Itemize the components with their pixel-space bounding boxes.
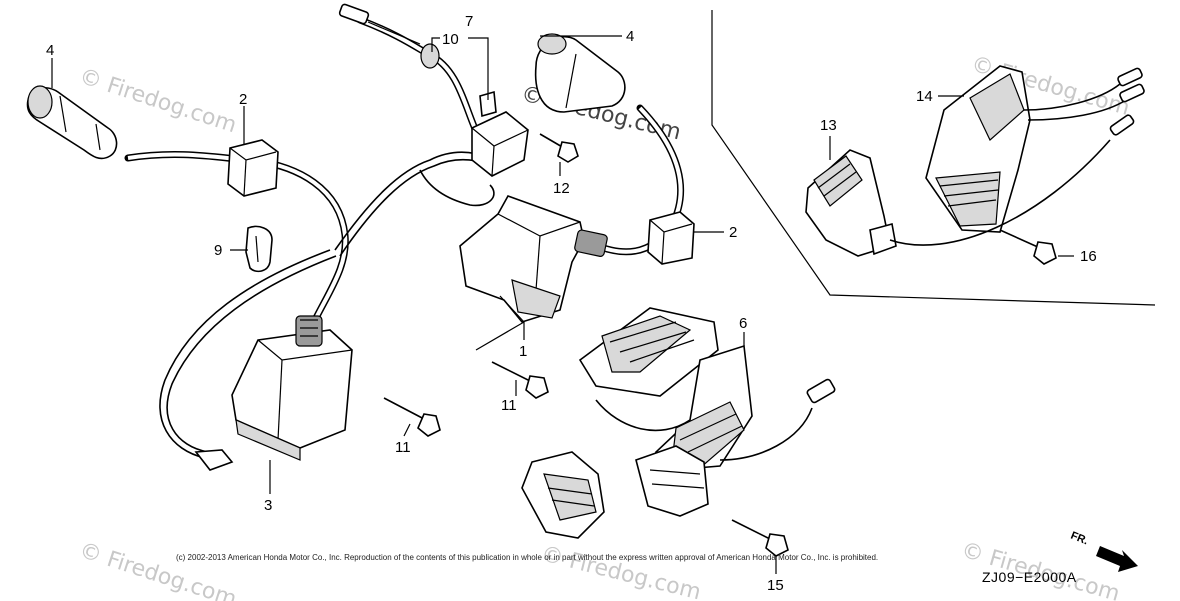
callout-6: 6: [739, 315, 747, 332]
callout-3: 3: [264, 497, 272, 514]
charge-coil-14: [889, 65, 1145, 246]
bolt-12: [539, 133, 579, 163]
condenser-box: [471, 90, 529, 177]
ignition-coil: [194, 315, 353, 471]
callout-2-right: 2: [729, 224, 737, 241]
copyright-notice: (c) 2002-2013 American Honda Motor Co., …: [176, 553, 878, 562]
exciter-coil-13: [805, 149, 897, 257]
callout-9: 9: [214, 242, 222, 259]
watermark-bottom-left: © Firedog.com: [76, 538, 239, 601]
diagram-code: ZJ09−E2000A: [982, 569, 1077, 585]
front-direction-marker: FR.: [1069, 530, 1138, 572]
bolt-15: [731, 519, 789, 557]
front-label: FR.: [1069, 530, 1090, 548]
leader-lines: [51, 35, 1074, 574]
callout-1: 1: [519, 343, 527, 360]
callout-labels: 4 2 9 3 10 7 4 12 2 1 11 11 6 15 13 14 1…: [46, 13, 1097, 594]
callout-11-center: 11: [501, 397, 517, 414]
bolt-11-left: [383, 397, 441, 437]
inset-frame: [711, 10, 1156, 306]
callout-12: 12: [553, 180, 570, 197]
ignition-module: [459, 195, 608, 323]
callout-13: 13: [820, 117, 837, 134]
watermark-bottom-center: © Firedog.com: [539, 542, 704, 601]
clamp-right: [647, 211, 695, 265]
clamp-left: [227, 139, 279, 197]
spark-plug-cap-right: [534, 33, 626, 113]
callout-10: 10: [442, 31, 459, 48]
callout-7: 7: [465, 13, 473, 30]
callout-4-right: 4: [626, 28, 634, 45]
bolt-11-center: [491, 361, 549, 399]
callout-15: 15: [767, 577, 784, 594]
bolt-16: [999, 229, 1057, 265]
callout-2-left: 2: [239, 91, 247, 108]
callout-14: 14: [916, 88, 933, 105]
wire-clip: [245, 225, 273, 273]
front-arrow-icon: [1096, 546, 1138, 572]
callout-16: 16: [1080, 248, 1097, 265]
callout-11-left: 11: [395, 439, 411, 456]
callout-4-left: 4: [46, 42, 54, 59]
terminal-connector: [338, 3, 440, 69]
spark-plug-cap-left: [26, 85, 118, 160]
charge-coil-set: [521, 307, 836, 539]
